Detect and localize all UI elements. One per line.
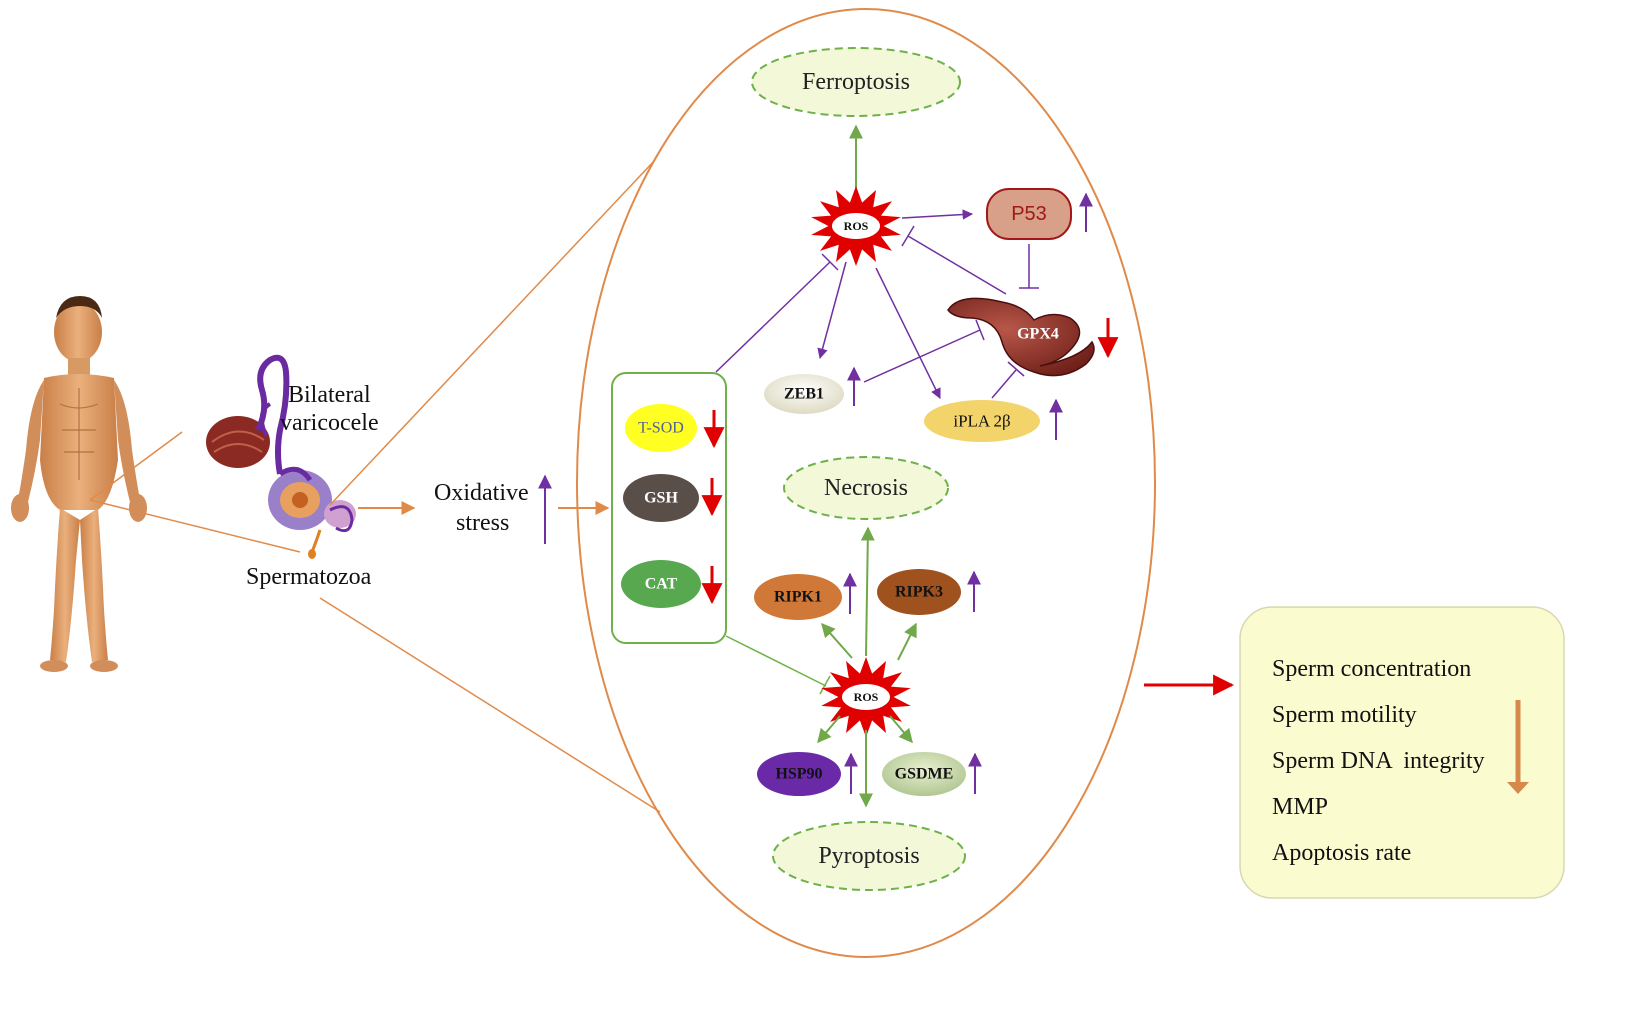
hsp90-node	[757, 752, 841, 796]
oxidative-label: Oxidative	[434, 480, 529, 506]
ros-activates-zeb1	[817, 261, 847, 360]
gsdme-label: GSDME	[895, 766, 954, 783]
ipla2b-label: iPLA 2β	[953, 412, 1010, 431]
outcome-item: Sperm DNA integrity	[1272, 748, 1485, 774]
hsp90-label: HSP90	[775, 766, 822, 783]
zeb1-label: ZEB1	[784, 386, 824, 403]
outcome-item: Sperm motility	[1272, 702, 1417, 728]
zoom-line-lower	[89, 499, 301, 553]
necrosis-node	[783, 456, 949, 520]
gpx4-node: GPX4	[947, 297, 1095, 377]
gpx4-label: GPX4	[1017, 326, 1059, 343]
ferroptosis-label: Ferroptosis	[802, 69, 910, 95]
ros-to-necrosis	[860, 526, 875, 657]
varicocele-label: varicocele	[280, 410, 379, 436]
ripk1-label: RIPK1	[774, 589, 822, 606]
ros-activates-ipla2b	[875, 267, 941, 399]
bilateral-label: Bilateral	[288, 382, 371, 408]
testis-varicocele-icon	[206, 354, 356, 559]
ripk1-node	[754, 574, 842, 620]
pyroptosis-node	[772, 821, 966, 891]
ros-activates-ripk1	[821, 622, 853, 659]
cell-zoom-ellipse	[576, 8, 1156, 958]
zoom-line-ellipse-bottom	[319, 597, 661, 813]
human-figure-icon	[11, 296, 147, 672]
zoom-line-ellipse-top	[329, 159, 656, 506]
ros-activates-hsp90	[817, 715, 841, 744]
ros-activates-p53	[901, 209, 974, 220]
necrosis-label: Necrosis	[824, 475, 908, 501]
ros-top-label: ROS	[844, 219, 869, 233]
antioxidant-inhibits-ros-bottom	[725, 635, 827, 687]
tsod-node: T-SOD	[625, 404, 697, 452]
outcome-item: Apoptosis rate	[1272, 840, 1411, 866]
outcomes-box	[1239, 606, 1565, 899]
ros-activates-ripk3	[897, 622, 917, 661]
spermatozoa-label: Spermatozoa	[246, 564, 372, 590]
zoom-line-upper	[89, 431, 183, 501]
antioxidant-inhibits-ros-top	[715, 261, 831, 373]
outcome-item: MMP	[1272, 794, 1328, 820]
zeb1-inhibits-gpx4	[863, 329, 981, 383]
ros-activates-gsdme	[889, 715, 913, 744]
cat-node: CAT	[621, 560, 701, 608]
ipla2b-inhibits-gpx4	[991, 369, 1017, 399]
zeb1-node	[764, 374, 844, 414]
gsh-node: GSH	[623, 474, 699, 522]
pyroptosis-label: Pyroptosis	[818, 843, 919, 869]
cat-label: CAT	[645, 576, 678, 593]
outcome-item: Sperm concentration	[1272, 656, 1471, 682]
ferroptosis-node	[751, 47, 961, 117]
gpx4-inhibits-ros	[907, 235, 1007, 295]
ipla2b-node	[924, 400, 1040, 442]
p53-label: P53	[1011, 203, 1047, 225]
ros-bottom-label: ROS	[854, 690, 879, 704]
ros-bottom-burst-icon: ROS	[821, 657, 911, 737]
tsod-label: T-SOD	[638, 420, 684, 437]
ripk3-label: RIPK3	[895, 584, 943, 601]
gsh-label: GSH	[644, 490, 678, 507]
ripk3-node	[877, 569, 961, 615]
gsdme-node	[882, 752, 966, 796]
ros-top-burst-icon: ROS	[811, 186, 901, 266]
p53-node	[986, 188, 1072, 240]
stress-label: stress	[456, 510, 509, 536]
